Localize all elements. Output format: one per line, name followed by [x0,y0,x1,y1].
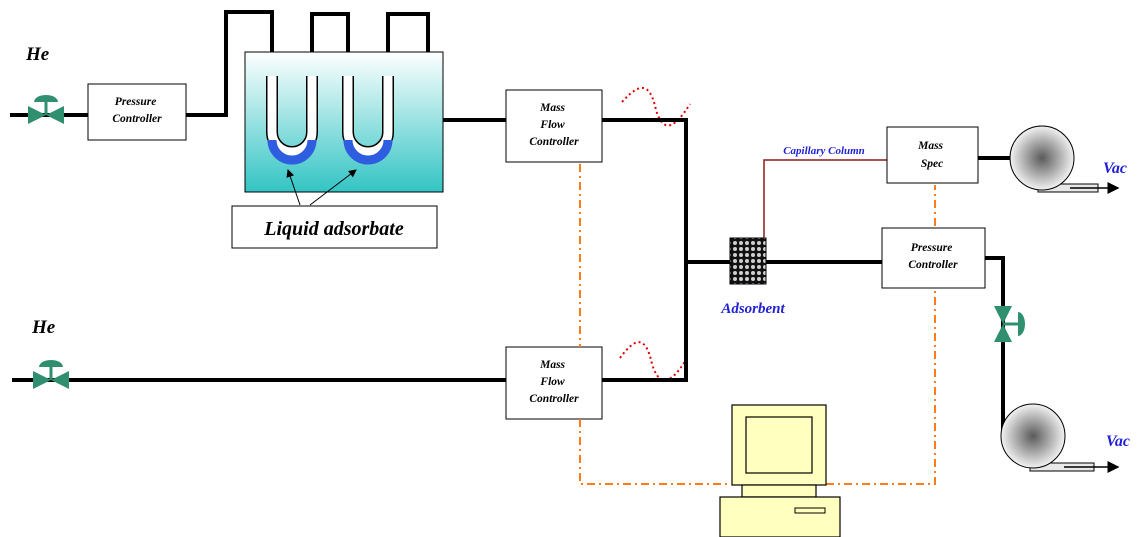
liquid-adsorbate-label: Liquid adsorbate [263,218,404,240]
merge-pipe [602,118,730,382]
liquid-adsorbate-box [231,205,438,249]
signal-wave-bottom [619,341,687,382]
mfc-top-label: Mass Flow Controller [529,102,579,148]
pressure-controller-right [881,227,986,289]
mfc-bottom-label: Mass Flow Controller [529,359,579,405]
vacuum-pump-icon [1000,403,1095,472]
capillary-column-label: Capillary Column [783,145,865,157]
pressure-controller-left-label: Pressure Controller [112,96,162,125]
adsorbent-label: Adsorbent [720,301,785,317]
u-tube-icon [342,76,394,165]
vac-label-bottom: Vac [1106,433,1130,450]
he-label-bottom: He [31,317,56,338]
u-tube-icon [266,76,318,165]
mass-flow-controller-top [505,89,603,163]
vacuum-pump-icon [1009,125,1099,193]
capillary-column [763,159,887,238]
valve-icon[interactable] [28,95,64,124]
computer-icon [719,404,841,537]
adsorbent-bed-icon [729,237,767,285]
tube-loop-pipe [186,10,506,122]
signal-line [579,164,730,485]
mass-spec-box [886,126,979,184]
pressure-controller-left [87,83,187,141]
he-label-top: He [25,44,50,65]
signal-line [826,185,936,485]
vac-label-top: Vac [1103,160,1127,177]
valve-icon[interactable] [994,306,1025,342]
pump-line-pipe [985,256,1005,438]
valve-icon[interactable] [33,360,69,389]
mass-flow-controller-bottom [505,346,603,420]
mass-spec-label: Mass Spec [917,140,946,170]
pressure-controller-right-label: Pressure Controller [908,242,958,271]
